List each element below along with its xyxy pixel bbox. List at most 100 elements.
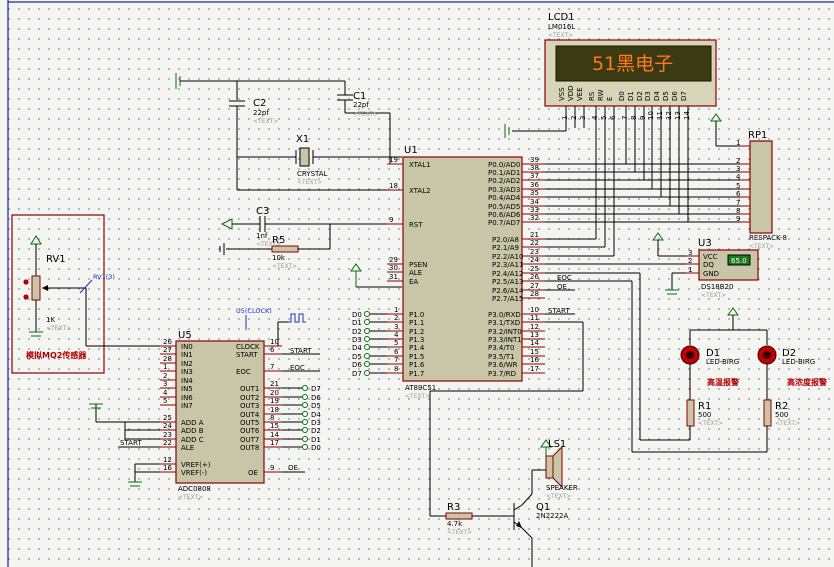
ground-lcd xyxy=(504,124,510,138)
u1-pin-number: 2 xyxy=(394,314,398,322)
u5-net-label: START xyxy=(290,347,312,355)
r5-text: <TEXT> xyxy=(272,263,297,270)
u1-pin-name: P2.1/A9 xyxy=(492,244,519,252)
u5-pin-name: OUT2 xyxy=(240,394,259,402)
led-d1[interactable]: D1 LED-BIRG 高温报警 xyxy=(680,345,739,400)
u1-pin-number: 35 xyxy=(530,189,539,197)
u3-pin-name: GND xyxy=(703,270,719,278)
u1-pin-number: 13 xyxy=(530,331,539,339)
u1-pin-name: P2.3/A11 xyxy=(492,261,523,269)
u5-net-terminal xyxy=(302,411,308,417)
u3-part: DS18B20 xyxy=(701,283,733,291)
u1-pin-name: P0.6/AD6 xyxy=(488,211,521,219)
r2-value: 500 xyxy=(775,411,788,419)
u5-pin-name: IN1 xyxy=(181,351,193,359)
lcd1-display-text: 51黑电子 xyxy=(592,53,673,75)
u1-pin-name: P1.6 xyxy=(409,361,425,369)
u5-adc0808[interactable]: U5 ADC0808 <TEXT> 26IN027IN128IN21IN32IN… xyxy=(120,330,321,501)
u1-pin-number: 32 xyxy=(530,214,539,222)
u1-net-label: START xyxy=(548,307,570,315)
p1-net-terminal xyxy=(364,353,370,359)
u5-pin-number: 5 xyxy=(163,397,167,405)
u5-pin-number: 25 xyxy=(163,414,172,422)
u1-net-label: OE xyxy=(557,283,567,291)
lcd-pin-number: 8 xyxy=(630,116,638,120)
u5-pin-number: 8 xyxy=(270,414,274,422)
u1-pin-number: 10 xyxy=(530,306,539,314)
u1-pin-name: P3.4/T0 xyxy=(488,344,514,352)
u5-pin-number: 24 xyxy=(163,422,172,430)
u1-pin-name: P0.5/AD5 xyxy=(488,203,520,211)
u1-part: AT89C51 xyxy=(405,384,436,392)
lcd1-part: LM016L xyxy=(548,23,575,31)
u5-pin-number: 12 xyxy=(163,456,172,464)
capacitor-c1[interactable]: C1 22pf <TEXT> xyxy=(337,91,391,164)
resistor-r2[interactable]: R2 500 <TEXT> xyxy=(763,399,800,452)
lcd-pin-number: 13 xyxy=(674,111,682,120)
u5-pin-name: VREF(+) xyxy=(181,461,211,469)
crystal-x1[interactable]: X1 CRYSTAL <TEXT> xyxy=(237,134,402,191)
rp1-pin-number: 8 xyxy=(736,207,740,215)
u5-pin-name: IN2 xyxy=(181,360,193,368)
u1-pin-name: P2.6/A14 xyxy=(492,287,524,295)
u1-pin-number: 3 xyxy=(394,323,398,331)
p1-net-label: D4 xyxy=(352,344,362,352)
x1-text: <TEXT> xyxy=(297,179,322,186)
u1-pin-number: 9 xyxy=(389,216,393,224)
u5-net-terminal xyxy=(302,436,308,442)
u5-pin-name: ADD A xyxy=(181,419,204,427)
u5-pin-number: 4 xyxy=(163,389,168,397)
lcd-pin-name: D0 xyxy=(618,91,626,101)
u1-pin-number: 29 xyxy=(389,256,398,264)
u5-pin-name: START xyxy=(236,351,258,359)
u1-pin-number: 34 xyxy=(530,198,539,206)
resistor-r1[interactable]: R1 500 <TEXT> xyxy=(686,399,723,440)
u1-pin-name: P1.1 xyxy=(409,319,424,327)
speaker-ls1[interactable]: LS1 SPEAKER <TEXT> xyxy=(545,439,578,500)
u1-pin-number: 28 xyxy=(530,290,539,298)
power-arrow-ea xyxy=(350,263,402,288)
led-d2[interactable]: D2 LED-BIRG 高浓度报警 xyxy=(757,345,827,400)
u5-pin-name: IN6 xyxy=(181,394,193,402)
c3-value: 1nf xyxy=(256,232,268,240)
lcd-pin-name: D7 xyxy=(680,91,688,101)
transistor-q1[interactable]: Q1 2N2222A xyxy=(513,502,569,530)
u5-pin-number: 10 xyxy=(270,338,279,346)
rp1-pin-number: 6 xyxy=(736,190,741,198)
u1-pin-number: 5 xyxy=(394,339,398,347)
u1-pin-number: 39 xyxy=(530,156,539,164)
u5-wiring xyxy=(89,403,160,487)
led-wiring xyxy=(545,272,767,453)
c1-text: <TEXT> xyxy=(353,111,378,118)
lcd-pin-name: D5 xyxy=(662,91,670,101)
u5-pin-number: 18 xyxy=(270,406,279,414)
capacitor-c2[interactable]: C2 22pf <TEXT> xyxy=(229,98,278,190)
u5-net-label: D0 xyxy=(311,444,321,452)
u1-pin-number: 30 xyxy=(389,264,398,272)
u1-pin-number: 17 xyxy=(530,365,539,373)
u1-net-label: EOC xyxy=(557,274,572,282)
u5-pin-number: 19 xyxy=(270,397,279,405)
u1-pin-name: P2.2/A10 xyxy=(492,253,523,261)
lcd1[interactable]: LCD1 LM016L <TEXT> 51黑电子 VSS1VDD2VEE3RS4… xyxy=(544,12,717,122)
rp1-pin-number: 5 xyxy=(736,182,740,190)
u5-pin-name: ADD B xyxy=(181,427,204,435)
u1-pin-number: 7 xyxy=(394,356,398,364)
u5-pin-name: IN7 xyxy=(181,402,193,410)
rv1-sensor[interactable]: RV1 1K <TEXT> RV1(3) 模拟MQ2传感器 xyxy=(11,214,160,374)
lcd-pin-number: 5 xyxy=(600,116,608,120)
u5-net-terminal xyxy=(302,427,308,433)
rv1-ref: RV1 xyxy=(46,254,66,265)
u1-pin-name: P3.2/INT0 xyxy=(488,328,522,336)
u1-at89c51[interactable]: U1 AT89C51 <TEXT> 19XTAL118XTAL29RST29PS… xyxy=(387,145,575,400)
u5-pin-name: VREF(-) xyxy=(181,469,207,477)
p1-net-terminal xyxy=(364,328,370,334)
resistor-r3[interactable]: R3 4.7k <TEXT> xyxy=(445,502,473,536)
u5-net-label: D3 xyxy=(311,419,321,427)
r2-ref: R2 xyxy=(775,401,788,412)
u5-pin-name: IN5 xyxy=(181,385,193,393)
